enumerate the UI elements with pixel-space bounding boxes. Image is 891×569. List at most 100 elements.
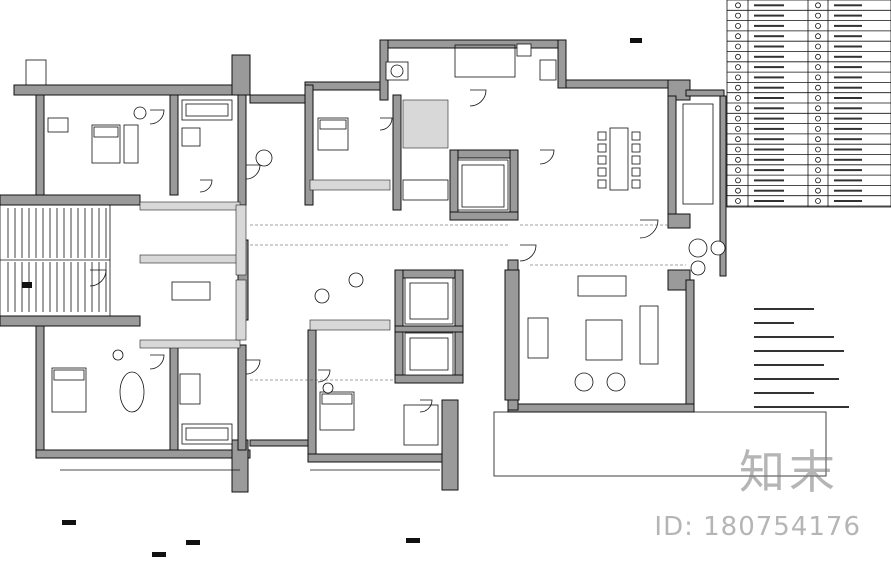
- legend-symbol: [834, 107, 862, 110]
- legend-symbol: [754, 138, 784, 141]
- dining-chair: [631, 155, 641, 165]
- legend-symbol: [834, 45, 862, 48]
- legend-symbol: [834, 127, 862, 130]
- legend-icon: [735, 74, 741, 81]
- dining-chair: [597, 143, 607, 153]
- legend-icon: [735, 84, 741, 91]
- legend-icon: [735, 105, 741, 112]
- legend-symbol: [754, 107, 784, 110]
- legend-icon: [735, 187, 741, 194]
- note-line: [754, 322, 794, 324]
- legend-icon: [735, 33, 741, 40]
- door-swing: [89, 269, 107, 287]
- legend-symbol: [754, 35, 784, 38]
- door-swing: [539, 149, 555, 165]
- legend-symbol: [834, 35, 862, 38]
- legend-icon: [735, 43, 741, 50]
- legend-symbol: [834, 200, 862, 202]
- legend-icon: [735, 2, 741, 9]
- ceiling-lines: [250, 224, 686, 381]
- legend-symbol: [834, 179, 862, 182]
- door-swing: [149, 354, 165, 370]
- legend-icon: [735, 64, 741, 70]
- legend-symbol: [834, 4, 862, 7]
- door-swing: [419, 399, 433, 413]
- legend-symbol: [834, 189, 862, 192]
- door-swings: [89, 89, 659, 413]
- legend-symbol: [754, 24, 784, 27]
- legend-icon: [815, 22, 821, 29]
- note-line: [754, 378, 839, 380]
- furniture: [47, 99, 726, 446]
- dining-chair: [631, 179, 641, 189]
- legend-symbol: [754, 45, 784, 48]
- note-line: [754, 406, 849, 408]
- legend-symbol: [834, 148, 862, 151]
- note-line: [754, 392, 814, 394]
- dining-chair: [597, 131, 607, 141]
- legend-icon: [735, 156, 741, 163]
- legend-symbol: [754, 55, 784, 58]
- legend-icon: [815, 33, 821, 40]
- note-line: [754, 364, 824, 366]
- legend-icon: [815, 64, 821, 70]
- door-swing: [379, 117, 393, 131]
- legend-symbol: [754, 117, 784, 120]
- legend-symbol: [754, 14, 784, 17]
- legend-table: [726, 0, 891, 208]
- dining-chair: [597, 179, 607, 189]
- door-swing: [639, 219, 659, 239]
- legend-symbol: [754, 86, 784, 89]
- door-swing: [245, 164, 261, 180]
- legend-icon: [815, 167, 821, 174]
- legend-icon: [815, 84, 821, 91]
- legend-icon: [815, 146, 821, 153]
- legend-symbol: [754, 66, 784, 69]
- drawing-tags: [22, 38, 642, 557]
- legend-icon: [735, 146, 741, 153]
- legend-icon: [815, 2, 821, 9]
- legend-symbol: [754, 148, 784, 151]
- dining-chair: [631, 167, 641, 177]
- wardrobes: [139, 179, 391, 349]
- watermark-id: ID: 180754176: [654, 512, 861, 542]
- legend-symbol: [754, 158, 784, 161]
- legend-symbol: [834, 14, 862, 17]
- legend-icon: [815, 105, 821, 112]
- balconies: [25, 43, 827, 477]
- legend-icon: [735, 95, 741, 101]
- legend-icon: [735, 167, 741, 174]
- legend-icon: [735, 115, 741, 122]
- legend-icon: [815, 156, 821, 163]
- legend-symbol: [834, 158, 862, 161]
- legend-symbol: [834, 97, 862, 99]
- legend-symbol: [754, 200, 784, 202]
- dining-chair: [631, 131, 641, 141]
- note-line: [754, 350, 844, 352]
- legend-icon: [815, 115, 821, 122]
- legend-icon: [735, 125, 741, 132]
- legend-icon: [815, 198, 821, 204]
- note-line: [754, 336, 834, 338]
- legend-symbol: [834, 66, 862, 69]
- legend-symbol: [834, 86, 862, 89]
- legend-icon: [735, 12, 741, 19]
- legend-icon: [815, 53, 821, 60]
- door-swing: [317, 369, 331, 383]
- legend-symbol: [834, 24, 862, 27]
- legend-icon: [815, 177, 821, 184]
- legend-icon: [815, 125, 821, 132]
- legend-symbol: [834, 117, 862, 120]
- legend-icon: [815, 136, 821, 143]
- legend-symbol: [754, 179, 784, 182]
- legend-icon: [815, 43, 821, 50]
- legend-symbol: [834, 76, 862, 79]
- legend-icon: [815, 187, 821, 194]
- legend-icon: [815, 12, 821, 19]
- dining-chair: [597, 167, 607, 177]
- legend-symbol: [754, 76, 784, 79]
- drawing-notes: [748, 300, 888, 464]
- dining-chair: [631, 143, 641, 153]
- legend-icon: [735, 198, 741, 204]
